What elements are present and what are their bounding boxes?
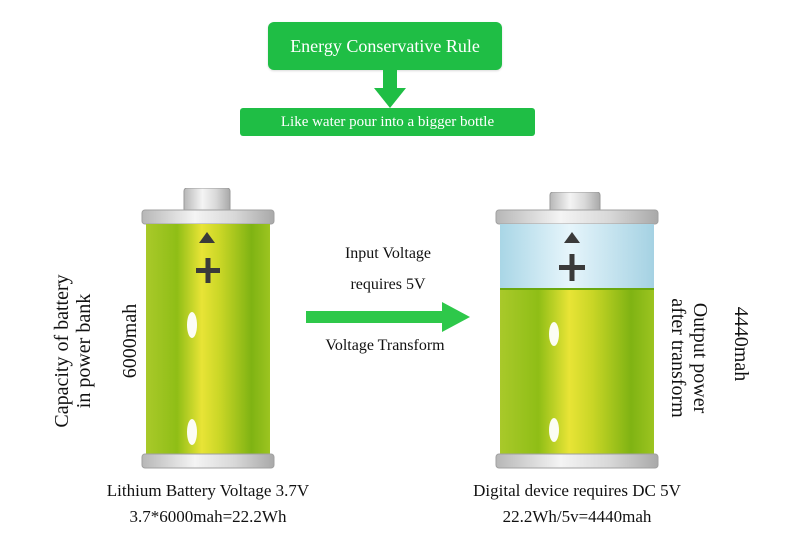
- voltage-transform-label: Voltage Transform: [325, 337, 445, 354]
- right-battery: [495, 192, 659, 469]
- down-arrow-icon: [374, 68, 406, 108]
- right-caption-requirement: Digital device requires DC 5V: [473, 481, 681, 500]
- requires-5v-label: requires 5V: [350, 276, 426, 293]
- energy-rule-text: Energy Conservative Rule: [290, 35, 480, 56]
- right-arrow-icon: [306, 302, 470, 332]
- right-capacity-value: 4440mah: [730, 306, 752, 382]
- left-caption-voltage: Lithium Battery Voltage 3.7V: [106, 481, 310, 500]
- left-caption-formula: 3.7*6000mah=22.2Wh: [129, 507, 287, 526]
- triangle-up-icon: [199, 232, 215, 243]
- left-side-label: Capacity of battery in power bank: [51, 274, 95, 428]
- energy-rule-box: Energy Conservative Rule: [268, 22, 502, 70]
- plus-icon: [196, 258, 220, 283]
- right-side-label: Output power after transform: [667, 298, 711, 418]
- left-battery: [141, 188, 275, 469]
- analogy-box: Like water pour into a bigger bottle: [240, 108, 535, 136]
- analogy-text: Like water pour into a bigger bottle: [280, 113, 495, 130]
- input-voltage-label: Input Voltage: [344, 245, 432, 262]
- right-caption-formula: 22.2Wh/5v=4440mah: [502, 507, 652, 526]
- left-capacity-value: 6000mah: [119, 303, 141, 379]
